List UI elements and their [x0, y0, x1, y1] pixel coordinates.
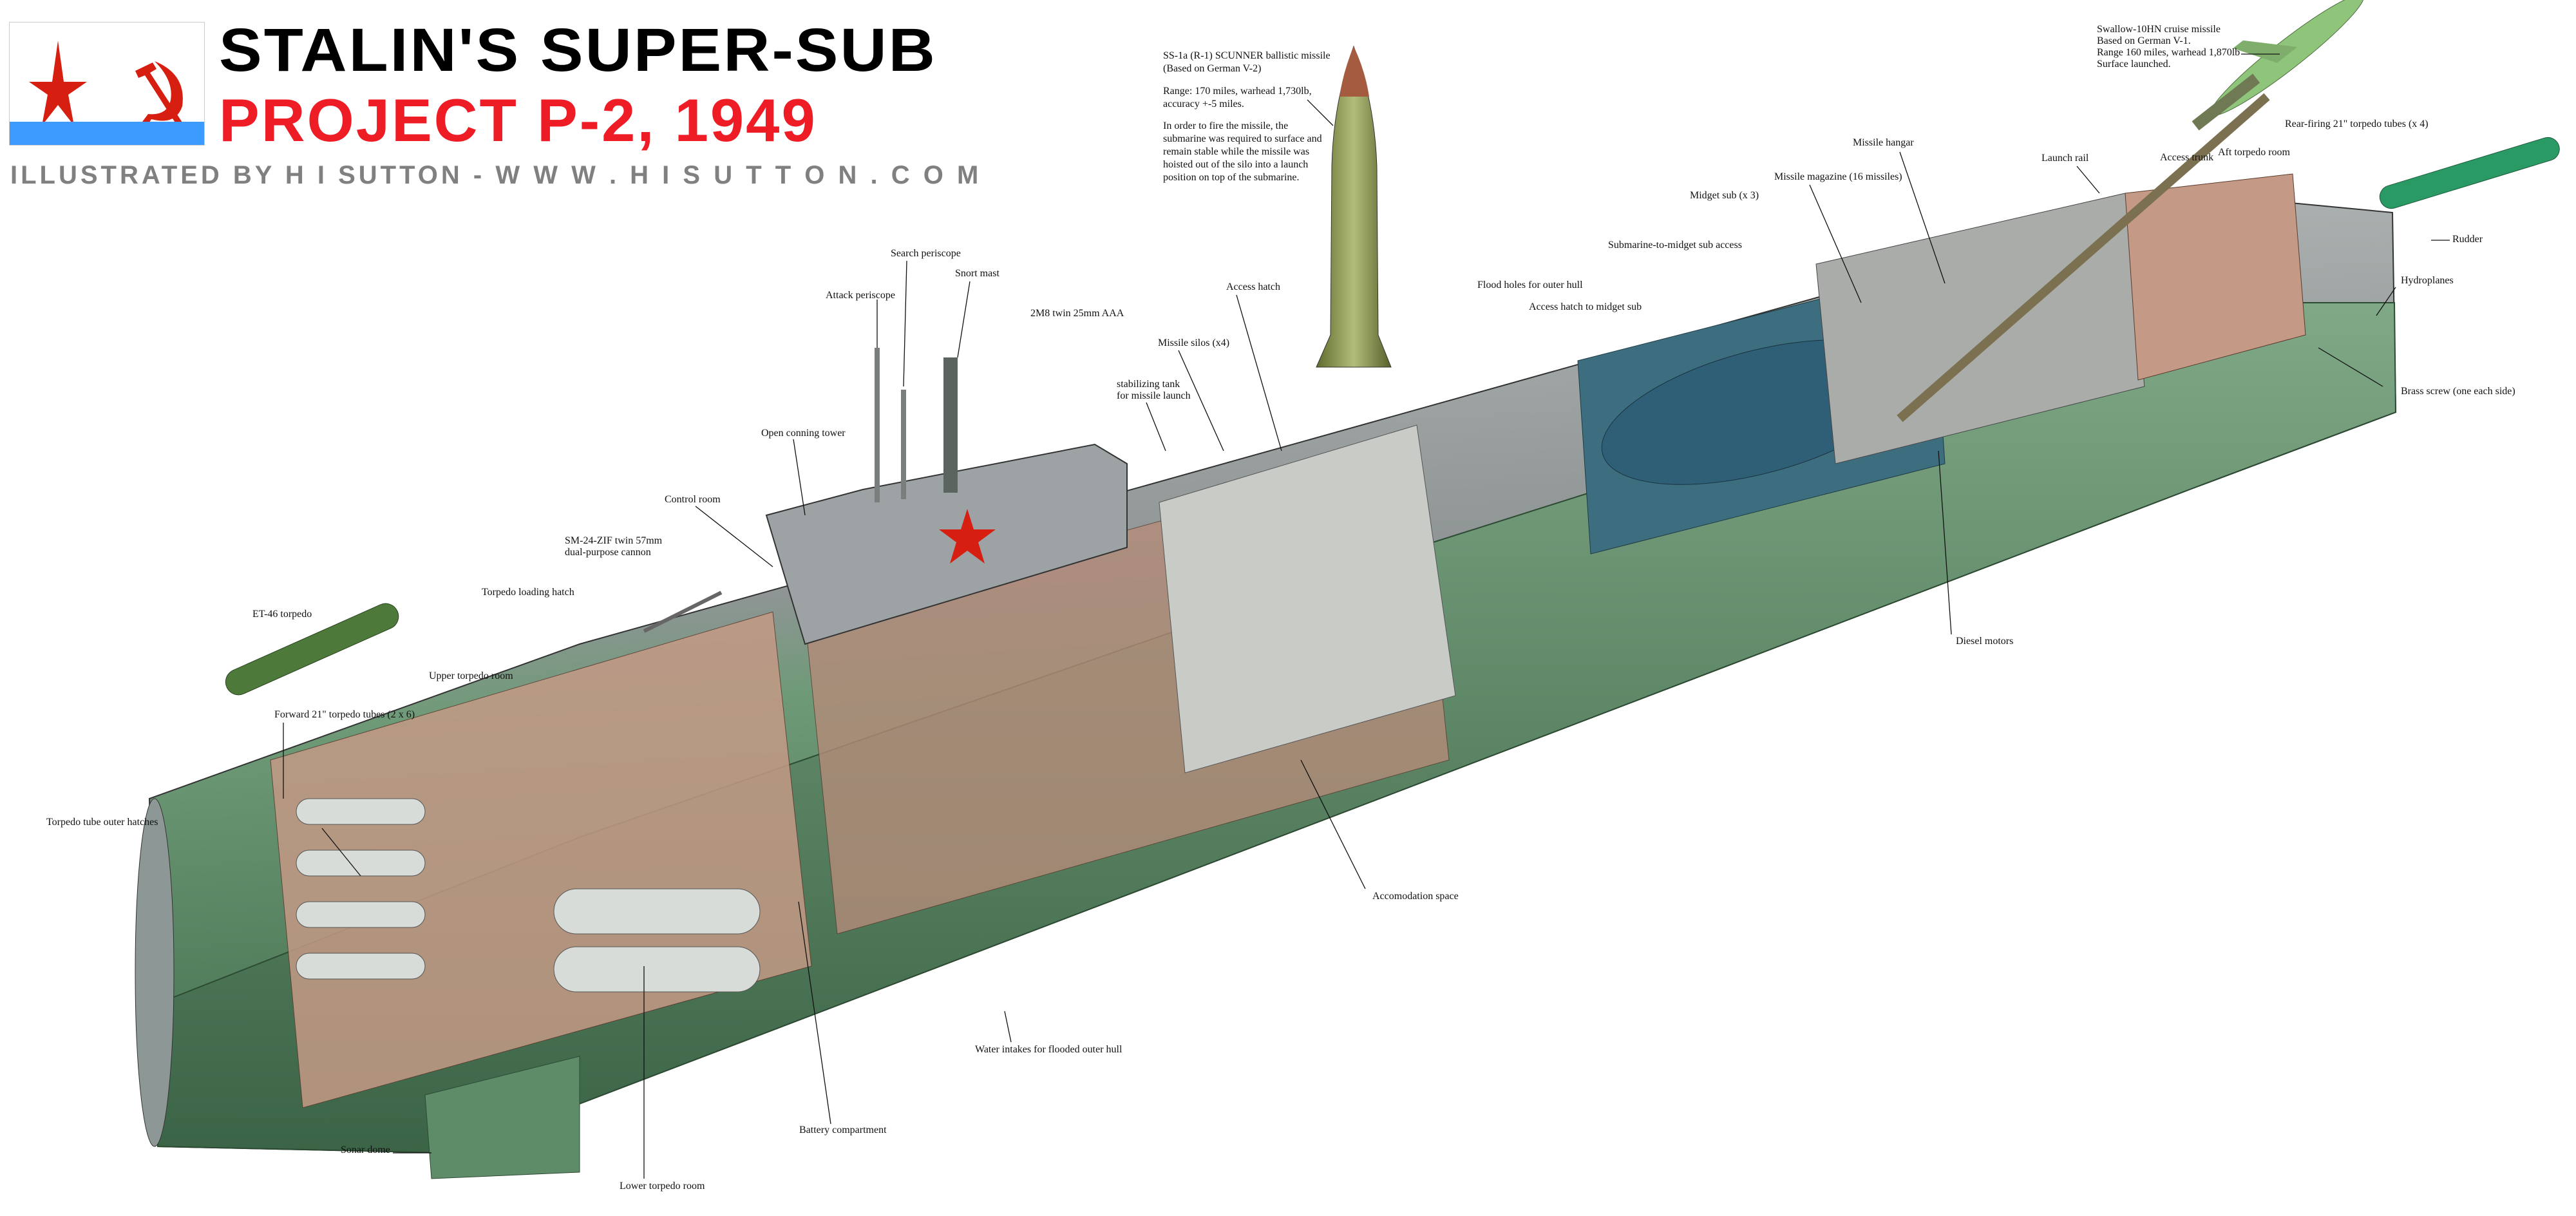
label-snort-mast: Snort mast [955, 268, 999, 279]
et46-torpedo-illustration [225, 603, 399, 696]
label-brass-screw: Brass screw (one each side) [2401, 386, 2515, 397]
cruise-missile-launch: Surface launched. [2097, 59, 2171, 70]
soviet-naval-flag [9, 22, 205, 146]
torpedo-tubes [296, 798, 761, 993]
cruise-missile-name: Swallow-10HN cruise missile [2097, 24, 2221, 35]
label-aft-torpedo-room: Aft torpedo room [2218, 147, 2290, 158]
label-attack-periscope: Attack periscope [826, 290, 895, 301]
conning-tower [765, 443, 1128, 645]
label-cannon-line2: dual-purpose cannon [565, 547, 651, 558]
label-access-hatch: Access hatch [1226, 281, 1280, 292]
red-star-emblem [939, 509, 996, 564]
ballistic-missile-name: SS-1a (R-1) SCUNNER ballistic missile [1163, 50, 1331, 61]
label-launch-rail: Launch rail [2041, 153, 2089, 164]
label-search-periscope: Search periscope [891, 248, 961, 259]
cannon [643, 591, 723, 633]
label-loading-hatch: Torpedo loading hatch [482, 587, 574, 598]
label-et46-torpedo: ET-46 torpedo [252, 609, 312, 620]
label-sonar-dome: Sonar dome [341, 1145, 390, 1155]
illustrator-credit: ILLUSTRATED BY H I SUTTON - W W W . H I … [10, 161, 982, 189]
bow-face [135, 798, 175, 1147]
label-upper-torpedo-room: Upper torpedo room [429, 670, 513, 681]
label-flood-holes: Flood holes for outer hull [1477, 280, 1583, 290]
label-rudder: Rudder [2452, 234, 2483, 245]
missile-hangar [1815, 193, 2145, 464]
hammer-sickle-icon [135, 61, 183, 132]
snort-mast [943, 357, 958, 493]
label-hydroplanes: Hydroplanes [2401, 275, 2454, 286]
aft-torpedo-illustration [2379, 137, 2560, 209]
ballistic-missile-illustration [1316, 45, 1392, 368]
label-control-room: Control room [665, 494, 721, 505]
label-midget-sub: Midget sub (x 3) [1690, 190, 1759, 201]
ballistic-missile-note: In order to fire the missile, the submar… [1163, 120, 1322, 183]
label-accommodation: Accomodation space [1372, 891, 1459, 902]
label-missile-magazine: Missile magazine (16 missiles) [1774, 171, 1902, 182]
label-access-hatch-midget: Access hatch to midget sub [1529, 301, 1642, 312]
label-missile-silos: Missile silos (x4) [1158, 337, 1230, 348]
ballistic-missile-basis: (Based on German V-2) [1163, 63, 1262, 74]
ballistic-missile-specs: Range: 170 miles, warhead 1,730lb, accur… [1163, 86, 1312, 109]
label-aaa: 2M8 twin 25mm AAA [1030, 308, 1124, 319]
missile-silo-section [1159, 424, 1456, 774]
label-cannon-line1: SM-24-ZIF twin 57mm [565, 535, 663, 546]
label-sub-to-midget-access: Submarine-to-midget sub access [1608, 240, 1742, 251]
launch-rail [1897, 93, 2270, 423]
cruise-missile-basis: Based on German V-1. [2097, 35, 2191, 46]
label-outer-hatches: Torpedo tube outer hatches [46, 817, 158, 828]
cruise-missile-specs: Range 160 miles, warhead 1,870lb [2097, 47, 2240, 58]
star-hammer-sickle-icon [29, 41, 183, 132]
label-stab-tank-line1: stabilizing tank [1117, 379, 1180, 390]
page-subtitle: PROJECT P-2, 1949 [219, 86, 817, 154]
label-missile-hangar: Missile hangar [1853, 137, 1914, 148]
aft-torpedo-room [2125, 173, 2306, 381]
flag-blue-band [10, 122, 204, 145]
label-battery: Battery compartment [799, 1125, 887, 1135]
label-water-intakes: Water intakes for flooded outer hull [975, 1044, 1122, 1055]
label-diesel-motors: Diesel motors [1956, 636, 2014, 647]
label-lower-torpedo-room: Lower torpedo room [620, 1181, 705, 1192]
red-star-icon [29, 41, 87, 126]
page-title: STALIN'S SUPER-SUB [219, 15, 937, 84]
leader-lines [283, 53, 2450, 1179]
label-conning-tower: Open conning tower [761, 428, 846, 439]
label-forward-tubes: Forward 21" torpedo tubes (2 x 6) [274, 709, 415, 720]
sonar-dome [424, 1056, 580, 1179]
label-stab-tank-line2: for missile launch [1117, 390, 1191, 401]
cruise-missile-illustration [2192, 0, 2364, 131]
label-access-trunk: Access trunk [2160, 152, 2214, 163]
label-rear-tubes: Rear-firing 21" torpedo tubes (x 4) [2285, 119, 2429, 129]
